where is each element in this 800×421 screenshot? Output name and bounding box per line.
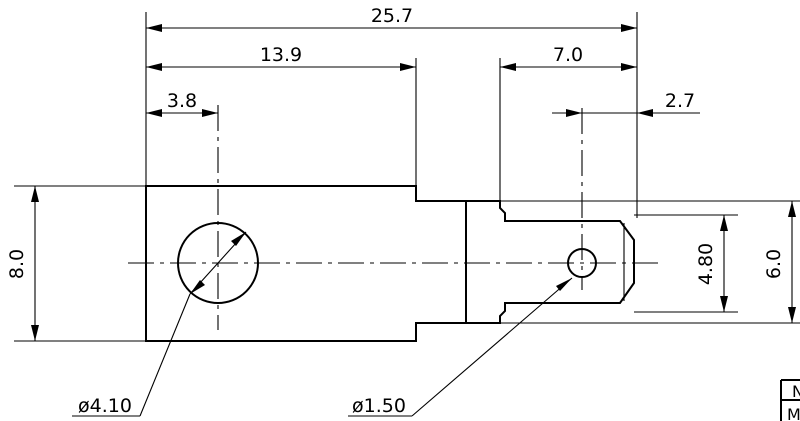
dim-body-height: 8.0 — [6, 249, 28, 279]
dimension-lines — [31, 24, 796, 341]
title-block-corner: N M — [780, 379, 800, 421]
dim-pin-diameter: ø1.50 — [352, 395, 406, 417]
title-block-row1: N — [792, 382, 800, 401]
dim-tab-height: 6.0 — [763, 249, 785, 279]
dim-hole-diameter: ø4.10 — [78, 395, 132, 417]
extension-lines — [14, 12, 800, 342]
dim-tab-length: 7.0 — [553, 44, 583, 66]
dim-overall-length: 25.7 — [371, 5, 413, 27]
dim-tip-height: 4.80 — [695, 243, 717, 285]
dim-body-length: 13.9 — [260, 44, 302, 66]
dim-pin-offset: 2.7 — [665, 90, 695, 112]
dim-hole-offset: 3.8 — [167, 90, 197, 112]
leader-lines — [72, 231, 573, 417]
title-block-row2: M — [787, 405, 800, 421]
center-lines — [128, 105, 662, 330]
